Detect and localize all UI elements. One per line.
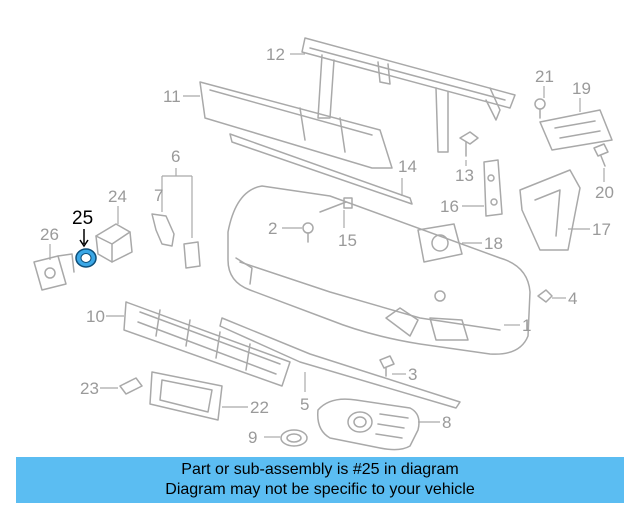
part-6-cap (183, 241, 201, 269)
part-13-bolt (459, 131, 479, 157)
callout-8: 8 (442, 413, 451, 432)
callout-23: 23 (80, 379, 99, 398)
part-10-grille (123, 301, 291, 387)
callout-18: 18 (484, 234, 503, 253)
callout-19: 19 (572, 79, 591, 98)
part-5-spoiler (219, 317, 461, 409)
part-2-screw (302, 222, 314, 243)
part-20-screw (593, 143, 609, 167)
callout-17: 17 (592, 220, 611, 239)
part-24-sensor (95, 223, 133, 263)
banner-line-1: Part or sub-assembly is #25 in diagram (181, 461, 459, 478)
callout-15: 15 (338, 231, 357, 250)
callout-14: 14 (398, 157, 417, 176)
part-21-clip (534, 98, 546, 119)
part-18-lamp (417, 223, 463, 263)
part-25-sensor-ring (75, 248, 97, 268)
part-23-clip (119, 377, 143, 395)
part-15-clip (319, 197, 353, 213)
callout-2: 2 (268, 219, 277, 238)
part-4-clip (537, 289, 553, 303)
callout-22: 22 (250, 398, 269, 417)
part-7-bracket (151, 213, 175, 247)
callout-12: 12 (266, 45, 285, 64)
callout-11: 11 (163, 87, 181, 106)
leader-25 (79, 229, 89, 248)
callout-5: 5 (300, 395, 309, 414)
callout-21: 21 (535, 67, 554, 86)
part-22-plate-bracket (149, 371, 223, 421)
part-8-fog-grille (317, 398, 420, 451)
callout-4: 4 (568, 289, 577, 308)
callout-3: 3 (408, 365, 417, 384)
callout-26: 26 (40, 225, 59, 244)
callout-25: 25 (72, 208, 93, 229)
part-14-trim-strip (229, 133, 413, 205)
info-banner: Part or sub-assembly is #25 in diagram D… (16, 457, 624, 503)
part-3-screw (379, 355, 395, 377)
part-9-cap (280, 429, 308, 447)
callout-20: 20 (595, 183, 614, 202)
part-16-bracket (483, 159, 503, 217)
callout-24: 24 (108, 187, 127, 206)
leader-6 (161, 168, 193, 238)
callout-13: 13 (455, 166, 474, 185)
banner-line-2: Diagram may not be specific to your vehi… (165, 481, 475, 498)
part-19-bracket (539, 109, 613, 151)
callout-6: 6 (171, 147, 180, 166)
part-26-sensor-holder (33, 253, 75, 291)
callout-9: 9 (248, 428, 257, 447)
callout-7: 7 (154, 186, 163, 205)
callout-10: 10 (86, 307, 105, 326)
part-12-reinforcement-bar (301, 37, 516, 153)
part-17-side-bracket (519, 169, 581, 251)
part-11-absorber (199, 81, 393, 169)
callout-1: 1 (522, 316, 531, 335)
callout-16: 16 (440, 197, 459, 216)
part-1-bumper-cover (227, 185, 531, 355)
